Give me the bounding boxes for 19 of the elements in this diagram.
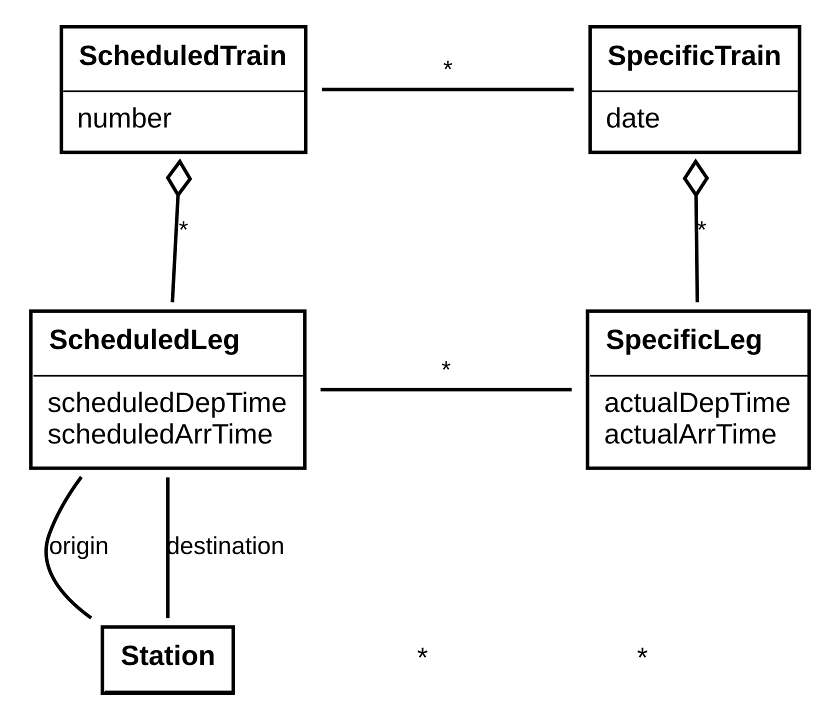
edge-label: *: [697, 217, 707, 244]
connector: [320, 388, 572, 392]
label: *: [417, 642, 428, 673]
edge-label: origin: [48, 533, 109, 560]
label: *: [637, 642, 648, 673]
edge-label: *: [441, 356, 451, 384]
connector: [682, 158, 710, 302]
edge-label: destination: [166, 533, 285, 560]
connector: [322, 88, 574, 92]
connector: [166, 477, 170, 618]
connector: [44, 476, 92, 620]
node-box: ScheduledLeg scheduledDepTime scheduledArrTime: [29, 309, 307, 470]
edge-label: *: [178, 217, 188, 244]
connector: [166, 158, 192, 302]
node-box: ScheduledTrain number: [60, 24, 308, 154]
edge-label: *: [443, 56, 453, 84]
node-box: Station: [100, 625, 236, 696]
node-box: SpecificLeg actualDepTime actualArrTime: [586, 309, 811, 470]
node-box: SpecificTrain date: [588, 24, 802, 154]
